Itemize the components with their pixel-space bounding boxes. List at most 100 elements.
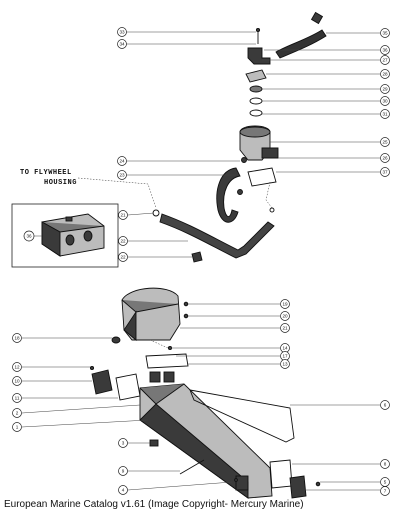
svg-text:33: 33 bbox=[119, 30, 125, 35]
callout-8: 8 bbox=[380, 459, 390, 469]
callout-36: 36 bbox=[380, 45, 390, 55]
callouts-left: 33 34 24 23 21 22 22 18 12 10 11 2 1 3 9… bbox=[12, 27, 128, 495]
callout-12: 12 bbox=[12, 362, 22, 372]
leader-lines bbox=[21, 31, 380, 491]
callout-1: 1 bbox=[12, 422, 22, 432]
callout-3: 3 bbox=[118, 438, 128, 448]
callout-25: 25 bbox=[380, 137, 390, 147]
callout-37: 37 bbox=[380, 167, 390, 177]
manifold-body bbox=[139, 371, 273, 499]
callout-inset: 36 bbox=[23, 230, 35, 242]
flywheel-arrow-line bbox=[77, 177, 157, 209]
svg-text:31: 31 bbox=[382, 112, 388, 117]
callout-9: 9 bbox=[118, 466, 128, 476]
callout-34: 34 bbox=[117, 39, 127, 49]
svg-text:7: 7 bbox=[384, 489, 387, 494]
small-screw bbox=[255, 27, 261, 44]
svg-text:9: 9 bbox=[122, 469, 125, 474]
callout-13: 13 bbox=[280, 359, 290, 369]
callout-35: 35 bbox=[380, 28, 390, 38]
dashed-guide bbox=[265, 181, 273, 209]
annotation-line-1: TO FLYWHEEL bbox=[20, 169, 72, 177]
callout-23: 23 bbox=[117, 170, 127, 180]
inset-frame bbox=[11, 203, 119, 268]
callout-29: 29 bbox=[380, 84, 390, 94]
callout-label: 36 bbox=[26, 234, 32, 239]
callout-21-right: 21 bbox=[280, 323, 290, 333]
svg-text:35: 35 bbox=[382, 31, 388, 36]
svg-text:37: 37 bbox=[382, 170, 388, 175]
svg-text:11: 11 bbox=[15, 396, 20, 401]
svg-text:12: 12 bbox=[14, 365, 20, 370]
svg-text:8: 8 bbox=[384, 462, 387, 467]
gasket-11 bbox=[115, 373, 141, 401]
svg-text:34: 34 bbox=[119, 42, 125, 47]
svg-text:28: 28 bbox=[382, 72, 388, 77]
svg-text:36: 36 bbox=[382, 48, 388, 53]
catalog-caption: European Marine Catalog v1.61 (Image Cop… bbox=[4, 499, 304, 510]
callout-19: 19 bbox=[280, 299, 290, 309]
svg-text:25: 25 bbox=[382, 140, 388, 145]
svg-text:24: 24 bbox=[119, 159, 125, 164]
callout-2: 2 bbox=[12, 408, 22, 418]
callout-14: 14 bbox=[280, 343, 290, 353]
callout-11: 11 bbox=[12, 393, 22, 403]
gasket-plate-13 bbox=[145, 353, 189, 369]
clamp-washer bbox=[245, 69, 267, 117]
svg-text:26: 26 bbox=[382, 156, 388, 161]
gasket-strip-6 bbox=[189, 389, 295, 443]
callout-22b: 22 bbox=[118, 252, 128, 262]
svg-text:2: 2 bbox=[16, 411, 19, 416]
svg-text:18: 18 bbox=[14, 336, 20, 341]
callout-17: 17 bbox=[280, 351, 290, 361]
flywheel-annotation: TO FLYWHEEL HOUSING bbox=[20, 168, 77, 188]
svg-text:4: 4 bbox=[122, 488, 125, 493]
callout-10: 10 bbox=[12, 376, 22, 386]
thermostat-housing bbox=[239, 125, 279, 161]
svg-text:3: 3 bbox=[122, 441, 125, 446]
dashed-guide-lower bbox=[149, 339, 169, 349]
callout-6: 6 bbox=[380, 400, 390, 410]
svg-text:5: 5 bbox=[384, 480, 387, 485]
callout-24: 24 bbox=[117, 156, 127, 166]
callout-27: 27 bbox=[380, 55, 390, 65]
callout-30: 30 bbox=[380, 96, 390, 106]
svg-text:13: 13 bbox=[282, 362, 288, 367]
cover-plate-10 bbox=[91, 369, 113, 395]
svg-text:22: 22 bbox=[120, 239, 126, 244]
small-parts-lower bbox=[89, 301, 189, 371]
callout-5: 5 bbox=[380, 477, 390, 487]
gasket bbox=[247, 167, 277, 187]
svg-text:23: 23 bbox=[119, 173, 125, 178]
long-hose bbox=[152, 207, 275, 263]
svg-text:30: 30 bbox=[382, 99, 388, 104]
svg-text:14: 14 bbox=[282, 346, 288, 351]
inset-part-drawing bbox=[41, 213, 105, 257]
svg-text:27: 27 bbox=[382, 58, 388, 63]
svg-text:17: 17 bbox=[282, 354, 288, 359]
callout-26: 26 bbox=[380, 153, 390, 163]
svg-text:22: 22 bbox=[120, 255, 126, 260]
svg-text:21: 21 bbox=[282, 326, 288, 331]
callouts-right: 35 36 27 28 29 30 31 25 26 37 19 20 21 1… bbox=[280, 28, 390, 496]
stud-bolt-9 bbox=[179, 459, 238, 482]
svg-text:21: 21 bbox=[120, 213, 126, 218]
upper-hose bbox=[275, 11, 327, 59]
callout-7: 7 bbox=[380, 486, 390, 496]
callout-33: 33 bbox=[117, 27, 127, 37]
callout-4: 4 bbox=[118, 485, 128, 495]
callout-18: 18 bbox=[12, 333, 22, 343]
end-plate-8 bbox=[269, 459, 321, 499]
svg-text:1: 1 bbox=[16, 425, 19, 430]
callout-20: 20 bbox=[280, 311, 290, 321]
annotation-line-2: HOUSING bbox=[44, 179, 77, 187]
svg-text:10: 10 bbox=[14, 379, 20, 384]
exhaust-elbow-cover bbox=[121, 287, 181, 341]
callout-22a: 22 bbox=[118, 236, 128, 246]
elbow-fitting bbox=[247, 47, 271, 65]
callout-28: 28 bbox=[380, 69, 390, 79]
svg-text:19: 19 bbox=[282, 302, 288, 307]
svg-text:20: 20 bbox=[282, 314, 288, 319]
